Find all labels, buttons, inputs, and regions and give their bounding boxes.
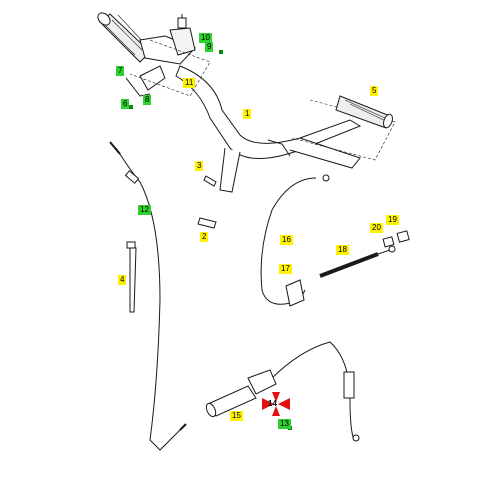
- callout-2[interactable]: 2: [200, 232, 209, 242]
- bolt-part[interactable]: [203, 175, 217, 187]
- callout-4[interactable]: 4: [118, 275, 127, 285]
- choke-cable-part[interactable]: [269, 341, 360, 442]
- callout-10[interactable]: 10: [199, 33, 212, 43]
- callout-7[interactable]: 7: [116, 66, 125, 76]
- callout-8[interactable]: 8: [143, 95, 152, 105]
- callout-15[interactable]: 15: [230, 411, 243, 421]
- callout-16[interactable]: 16: [280, 235, 293, 245]
- callout-11[interactable]: 11: [183, 78, 196, 88]
- clutch-cable-part[interactable]: [260, 174, 330, 305]
- callout-18[interactable]: 18: [336, 245, 349, 255]
- lever-part[interactable]: [125, 65, 166, 97]
- callout-20[interactable]: 20: [370, 223, 383, 233]
- marker-dot: [219, 50, 223, 54]
- clamp-bolt-part[interactable]: [197, 217, 217, 229]
- throttle-cable-part[interactable]: [109, 141, 187, 451]
- callout-12[interactable]: 12: [138, 205, 151, 215]
- callout-14[interactable]: 14: [268, 399, 277, 408]
- washer-part[interactable]: [382, 236, 395, 248]
- callout-19[interactable]: 19: [386, 215, 399, 225]
- bracket-part[interactable]: [285, 279, 305, 307]
- callout-17[interactable]: 17: [279, 264, 292, 274]
- throttle-housing-part[interactable]: [204, 369, 277, 418]
- callout-1[interactable]: 1: [243, 109, 252, 119]
- highlight-marker: [262, 392, 290, 416]
- callout-6[interactable]: 6: [121, 99, 130, 109]
- marker-dot: [129, 105, 133, 109]
- cable-tie-part[interactable]: [126, 241, 137, 313]
- left-grip-part[interactable]: [96, 11, 151, 63]
- handlebar-part[interactable]: [175, 65, 362, 193]
- left-switch-housing-part[interactable]: [139, 14, 196, 65]
- callout-13[interactable]: 13: [278, 419, 291, 429]
- right-grip-part[interactable]: [335, 95, 394, 129]
- callout-5[interactable]: 5: [370, 86, 379, 96]
- callout-9[interactable]: 9: [205, 42, 214, 52]
- cable-adjuster-part[interactable]: [319, 245, 396, 278]
- nut-part[interactable]: [396, 230, 410, 243]
- callout-3[interactable]: 3: [195, 161, 204, 171]
